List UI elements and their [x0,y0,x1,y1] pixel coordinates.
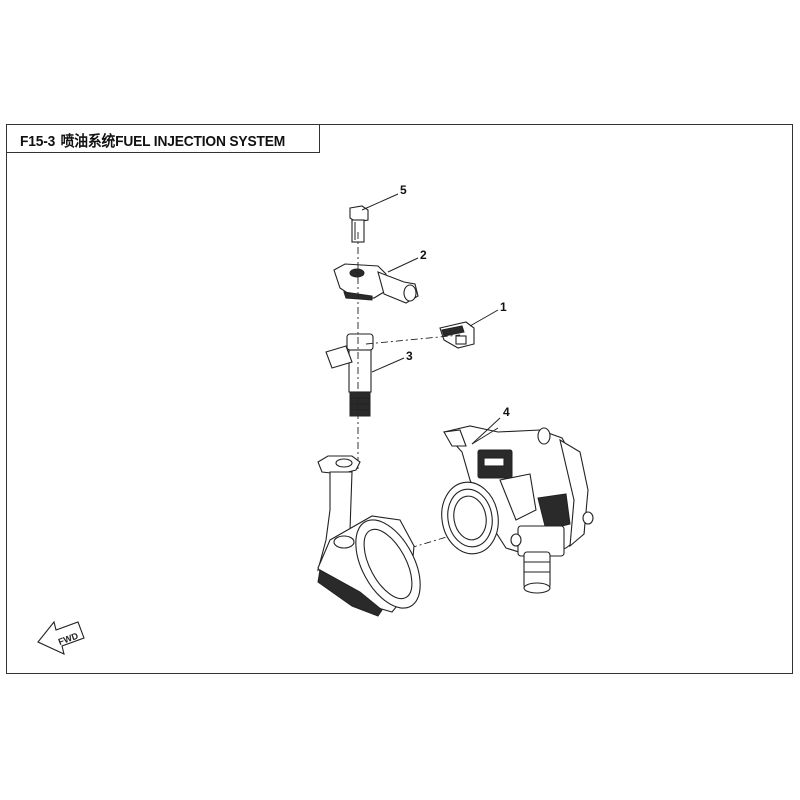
title-code: F15-3 [20,133,56,150]
callout-4: 4 [503,405,510,419]
throttle-body-part[interactable] [436,425,594,594]
callout-3: 3 [406,349,413,363]
fuel-rail-cap-part[interactable] [333,263,419,304]
callout-1: 1 [500,300,507,314]
fuel-injector-part[interactable] [325,333,374,417]
drawing-frame [6,124,793,674]
callout-2: 2 [420,248,427,262]
fwd-arrow-icon: FWD [37,620,85,655]
bolt-part[interactable] [349,205,369,243]
intake-manifold-part[interactable] [317,455,433,619]
callout-5: 5 [400,183,407,197]
title-name: 喷油系统FUEL INJECTION SYSTEM [60,133,286,150]
